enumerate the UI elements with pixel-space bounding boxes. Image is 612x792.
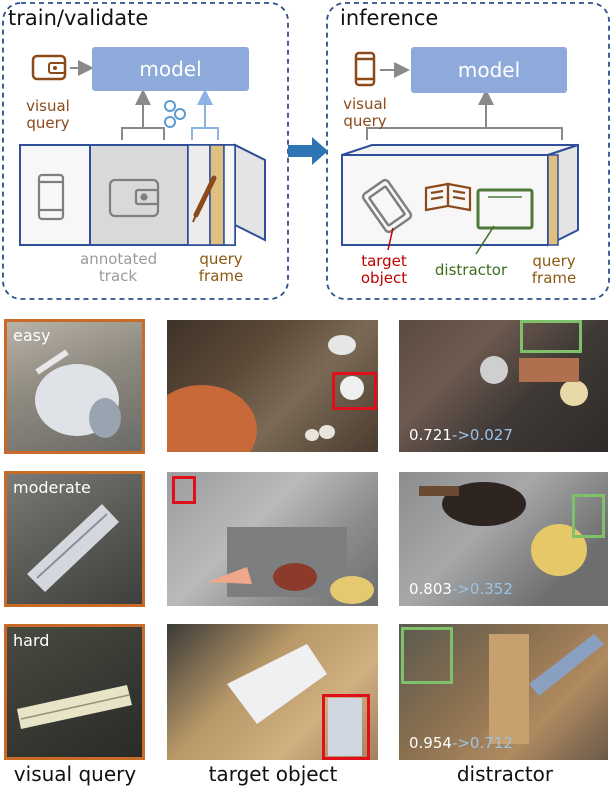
label-line: query <box>532 252 576 270</box>
wallet-icon <box>31 54 67 81</box>
distractor-label: distractor <box>434 261 508 279</box>
inference-query-frame-label: query frame <box>524 253 584 287</box>
scene-shapes <box>489 634 604 744</box>
target-object-photo <box>167 624 378 760</box>
label-line: visual <box>343 95 387 113</box>
target-bbox <box>322 694 370 760</box>
book-icon <box>424 182 472 212</box>
difficulty-label: easy <box>13 326 51 345</box>
score-after: ->0.712 <box>451 734 513 752</box>
distractor-photo: 0.721->0.027 <box>399 320 608 452</box>
phone-icon <box>37 173 65 221</box>
label-line: track <box>98 267 138 285</box>
target-object-photo <box>167 472 378 606</box>
monitor-icon <box>476 188 534 230</box>
query-object-ruler <box>17 685 132 729</box>
target-bbox <box>172 476 196 504</box>
inference-visual-query-label: visual query <box>338 96 392 130</box>
scene-shapes <box>207 527 374 604</box>
wallet-icon <box>108 178 160 218</box>
label-line: frame <box>531 269 577 287</box>
inference-track <box>341 143 579 247</box>
similarity-score: 0.954->0.712 <box>409 734 513 752</box>
target-object-photo <box>167 320 378 452</box>
visual-query-thumbnail: moderate <box>4 471 145 607</box>
difficulty-label: hard <box>13 631 50 650</box>
score-before: 0.721 <box>409 426 452 444</box>
pen-icon <box>192 175 217 223</box>
score-before: 0.954 <box>409 734 452 752</box>
train-model-box: model <box>92 47 249 91</box>
visual-query-thumbnail: easy <box>4 319 145 454</box>
label-line: frame <box>198 267 244 285</box>
label-line: query <box>26 114 70 132</box>
query-object-paper <box>27 504 119 592</box>
phone-icon <box>354 51 376 87</box>
distractor-photo: 0.803->0.352 <box>399 472 608 606</box>
score-before: 0.803 <box>409 580 452 598</box>
scene-shapes <box>167 335 364 452</box>
score-after: ->0.352 <box>451 580 513 598</box>
target-bbox <box>332 372 377 410</box>
label-line: object <box>360 269 408 287</box>
similarity-score: 0.803->0.352 <box>409 580 513 598</box>
label-line: visual <box>26 97 70 115</box>
column-label-target-object: target object <box>208 762 338 786</box>
scene-shapes <box>227 644 362 756</box>
inference-model-box: model <box>411 47 567 93</box>
distractor-bbox <box>572 494 605 538</box>
video-track <box>19 143 266 246</box>
train-visual-query-label: visual query <box>20 98 76 132</box>
arrow-right-icon <box>288 137 328 165</box>
pipeline-diagram <box>2 2 610 300</box>
distractor-bbox <box>520 320 582 353</box>
inference-panel-title: inference <box>340 6 439 30</box>
difficulty-label: moderate <box>13 478 91 497</box>
annotated-track-label: annotated track <box>80 250 158 285</box>
attention-icon <box>164 100 186 128</box>
label-line: target <box>361 252 407 270</box>
query-object-cup <box>35 349 121 438</box>
label-line: query <box>343 112 387 130</box>
target-object-label: target object <box>352 253 416 287</box>
label-line: annotated <box>80 250 158 268</box>
similarity-score: 0.721->0.027 <box>409 426 513 444</box>
score-after: ->0.027 <box>451 426 513 444</box>
column-label-distractor: distractor <box>456 762 554 786</box>
scene-shapes <box>480 356 588 406</box>
visual-query-thumbnail: hard <box>4 624 145 760</box>
tablet-icon <box>361 178 413 234</box>
column-label-visual-query: visual query <box>13 762 137 786</box>
distractor-photo: 0.954->0.712 <box>399 624 608 760</box>
label-line: query <box>199 250 243 268</box>
train-panel-title: train/validate <box>8 6 149 30</box>
distractor-bbox <box>401 627 453 684</box>
train-query-frame-label: query frame <box>190 251 252 285</box>
